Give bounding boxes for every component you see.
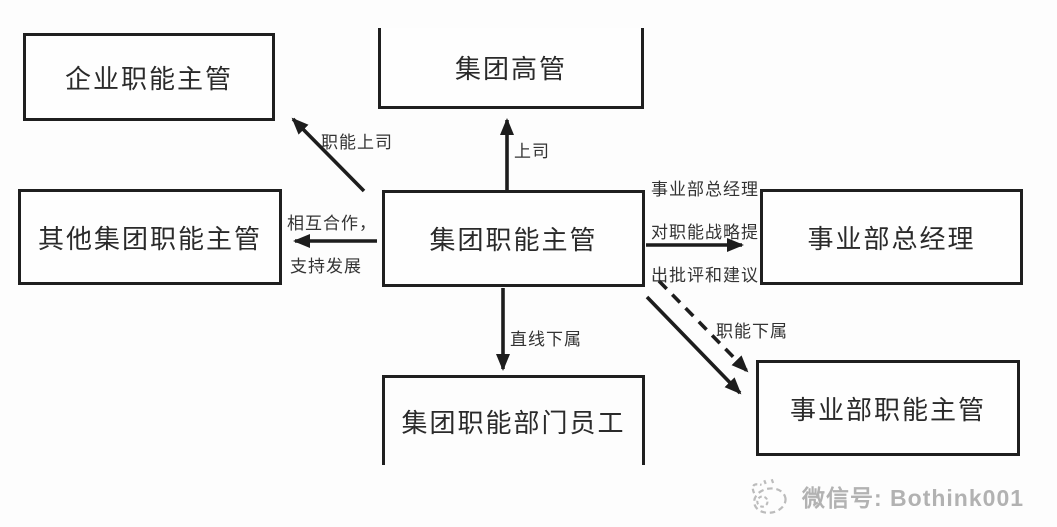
wechat-doodle-icon [751,478,787,514]
node-label: 事业部总经理 [807,223,976,254]
node-business-unit-general-manager: 事业部总经理 [760,189,1023,285]
edge-label-mutual-cooperation-line1: 相互合作， [287,214,377,233]
edge-label-strategy-feedback-line3: 出批评和建议 [651,266,759,285]
node-enterprise-functional-supervisor: 企业职能主管 [23,33,275,121]
wechat-id-text: 微信号: Bothink001 [802,485,1025,511]
arrow-functional-subordinate-solid [645,295,742,395]
node-label: 集团职能主管 [429,225,598,255]
edge-label-functional-superior: 职能上司 [321,133,393,152]
node-label: 集团高管 [454,53,567,84]
edge-label-strategy-feedback: 事业部总经理 对职能战略提 出批评和建议 [651,168,759,297]
edge-label-strategy-feedback-line1: 事业部总经理 [651,180,759,199]
node-group-functional-supervisor: 集团职能主管 [382,190,645,287]
node-other-group-functional-supervisors: 其他集团职能主管 [18,189,282,285]
edge-label-strategy-feedback-line2: 对职能战略提 [651,223,759,242]
node-group-executives: 集团高管 [378,28,644,109]
arrow-functional-superior [291,117,366,193]
watermark: 微信号: Bothink001 [742,472,1024,520]
node-label: 企业职能主管 [64,63,233,94]
edge-label-direct-line-subordinate: 直线下属 [510,330,582,349]
node-business-unit-functional-supervisor: 事业部职能主管 [756,360,1020,456]
edge-label-mutual-cooperation-line2: 支持发展 [290,257,362,276]
node-label: 集团职能部门员工 [401,408,626,438]
node-label: 事业部职能主管 [789,394,986,425]
node-group-functional-dept-staff: 集团职能部门员工 [382,375,645,465]
node-label: 其他集团职能主管 [37,223,262,254]
edge-label-superior: 上司 [514,142,550,161]
edge-label-functional-subordinate: 职能下属 [716,322,788,341]
arrow-functional-subordinate-dashed [657,279,749,373]
